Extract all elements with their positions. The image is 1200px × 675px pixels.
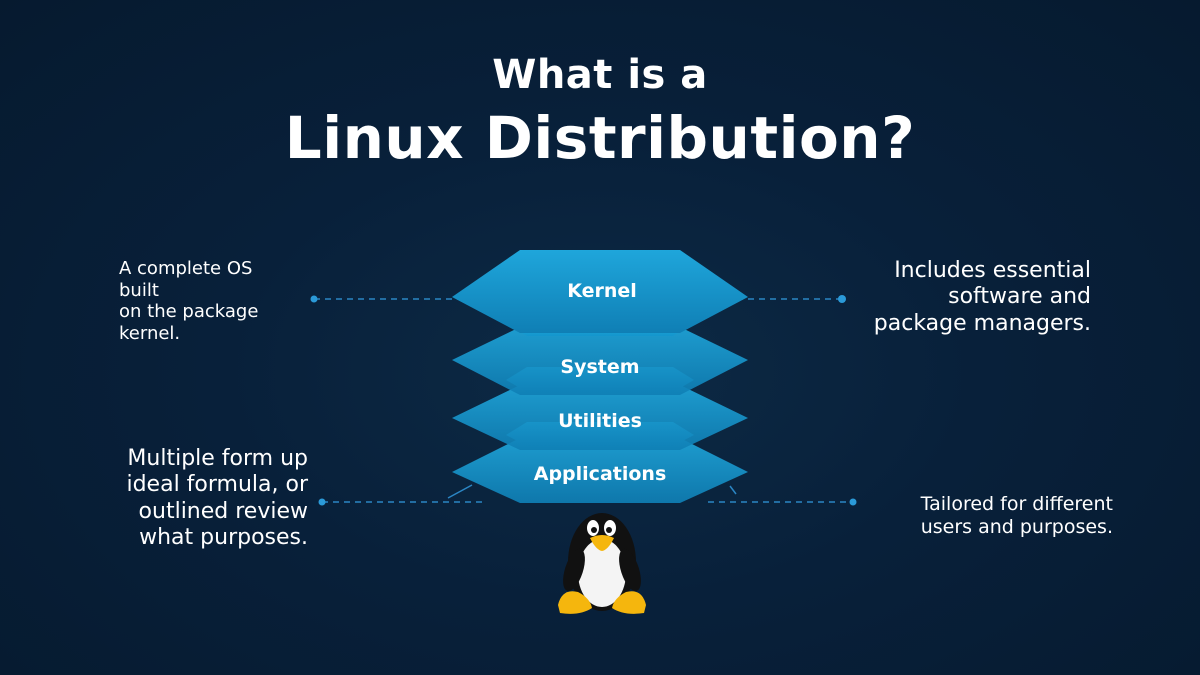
layer-applications: Applications <box>452 438 748 503</box>
note-top-left-line: A complete OS <box>119 258 253 279</box>
note-top-right-line: package managers. <box>873 310 1091 336</box>
note-top-right: Includes essential software and package … <box>835 258 1091 337</box>
note-top-left-line: built <box>119 279 159 301</box>
connector-top-left <box>310 295 470 303</box>
layer-applications-label: Applications <box>534 463 667 485</box>
note-bottom-left-line: ideal formula, or <box>126 472 308 498</box>
note-bottom-left-line: outlined review <box>138 498 308 524</box>
note-bottom-left-line: what purposes. <box>139 525 308 551</box>
layer-kernel: Kernel <box>452 250 748 333</box>
layer-utilities-label: Utilities <box>558 410 642 432</box>
note-top-left: A complete OS built on the package kerne… <box>119 258 289 344</box>
connector-top-right <box>715 295 846 303</box>
note-bottom-right-line: Tailored for different <box>920 493 1113 515</box>
layer-utilities: Utilities <box>452 385 748 450</box>
connector-bottom-left <box>318 484 482 506</box>
title-line-2: Linux Distribution? <box>284 104 916 172</box>
tux-penguin-icon <box>558 513 646 614</box>
note-top-right-line: Includes essential <box>894 258 1091 283</box>
layer-kernel-label: Kernel <box>567 280 637 302</box>
note-bottom-left: Multiple form up ideal formula, or outli… <box>90 446 308 552</box>
note-top-left-line: on the package <box>119 301 259 323</box>
note-bottom-left-line: Multiple form up <box>127 446 308 471</box>
layer-system: System <box>452 327 748 395</box>
note-bottom-right: Tailored for different users and purpose… <box>880 493 1113 539</box>
note-top-right-line: software and <box>948 284 1091 310</box>
layer-system-label: System <box>560 356 639 378</box>
title-line-1: What is a <box>492 52 708 98</box>
note-bottom-right-line: users and purposes. <box>920 515 1113 538</box>
connector-bottom-right <box>708 485 857 506</box>
note-top-left-line: kernel. <box>119 322 181 344</box>
